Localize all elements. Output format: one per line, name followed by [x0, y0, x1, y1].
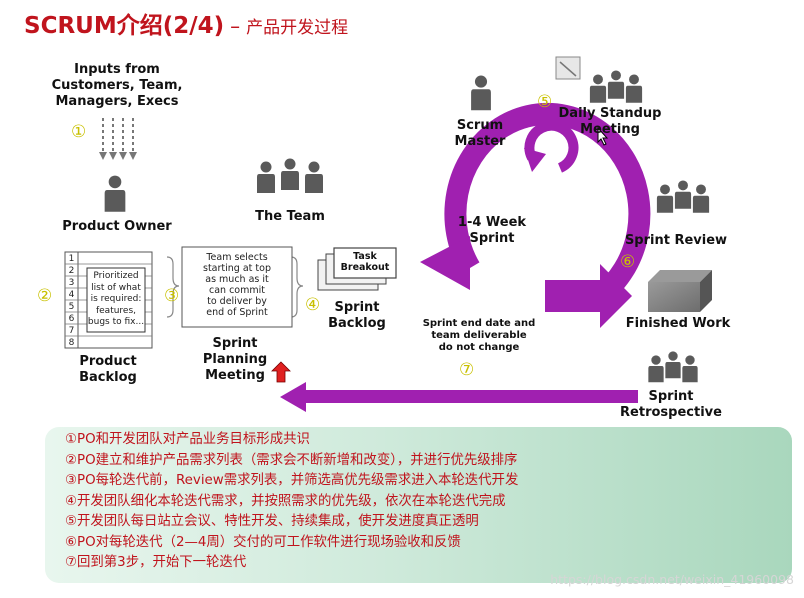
marker-1: ①	[71, 122, 87, 142]
person-icon	[682, 355, 698, 383]
scrum-master-label: Scrum Master	[454, 118, 506, 149]
note-item: ⑤开发团队每日站立会议、特性开发、持续集成，使开发进度真正透明	[65, 514, 479, 529]
note-item: ②PO建立和维护产品需求列表（需求会不断新增和改变），并进行优先级排序	[65, 452, 518, 468]
note-item: ⑥PO对每轮迭代（2—4周）交付的可工作软件进行现场验收和反馈	[65, 534, 461, 550]
planning-note: Team selects starting at top as much as …	[203, 252, 271, 318]
end-date-note: Sprint end date and team deliverable do …	[422, 318, 536, 353]
finished-work-label: Finished Work	[625, 316, 731, 331]
product-owner-label: Product Owner	[62, 219, 172, 234]
sprint-planning-label: Sprint Planning Meeting	[202, 336, 268, 383]
sprint-backlog-label: Sprint Backlog	[328, 300, 386, 331]
person-icon	[305, 161, 323, 193]
person-icon	[656, 184, 674, 213]
marker-4: ④	[305, 295, 321, 315]
daily-standup-label: Daily Standup Meeting	[558, 106, 662, 137]
person-icon	[692, 184, 710, 213]
retrospective-label: Sprint Retrospective	[620, 389, 722, 420]
the-team-label: The Team	[255, 209, 325, 224]
down-arrow-icon	[99, 152, 137, 160]
deliver-arrow	[545, 264, 632, 328]
note-item: ③PO每轮迭代前，Review需求列表，并筛选高优先级需求进入本轮迭代开发	[65, 473, 519, 488]
clock-icon	[555, 56, 581, 80]
planning-note-box	[181, 246, 293, 328]
up-arrow-icon	[271, 361, 291, 383]
cube-icon	[648, 270, 712, 312]
scrum-process-diagram	[64, 56, 712, 412]
title-main: SCRUM介绍(2/4)	[24, 13, 225, 39]
inputs-label: Inputs from Customers, Team, Managers, E…	[51, 62, 183, 109]
person-icon	[648, 355, 664, 383]
sprint-review-label: Sprint Review	[624, 233, 728, 248]
backlog-row-numbers: 1 2 3 4 5 6 7 8	[68, 254, 75, 348]
cycle-label: 1-4 Week Sprint	[457, 215, 527, 246]
person-icon	[471, 75, 491, 111]
task-breakout-cards	[317, 247, 397, 291]
person-icon	[607, 70, 625, 99]
page-title: SCRUM介绍(2/4)–产品开发过程	[24, 6, 348, 40]
task-breakout-label: Task Breakout	[340, 251, 390, 273]
watermark: https://blog.csdn.net/weixin_41960098	[550, 572, 794, 587]
person-icon	[674, 180, 692, 209]
marker-5: ⑤	[537, 92, 553, 112]
backlog-note: Prioritized list of what is required: fe…	[87, 271, 145, 327]
person-icon	[625, 74, 643, 103]
marker-7: ⑦	[459, 360, 475, 380]
person-icon	[665, 351, 681, 379]
person-icon	[104, 175, 126, 212]
title-separator: –	[230, 14, 241, 38]
sprint-cycle-arrow	[420, 102, 651, 305]
note-item: ④开发团队细化本轮迭代需求，并按照需求的优先级，依次在本轮迭代完成	[65, 493, 506, 509]
product-backlog-label: Product Backlog	[79, 354, 137, 385]
person-icon	[257, 161, 275, 193]
cursor-icon	[597, 126, 609, 146]
product-backlog-list	[64, 251, 153, 349]
marker-2: ②	[37, 286, 53, 306]
brace	[166, 256, 304, 318]
input-arrows	[102, 118, 134, 152]
marker-6: ⑥	[620, 252, 636, 272]
note-item: ⑦回到第3步，开始下一轮迭代	[65, 555, 247, 570]
note-item: ①PO和开发团队对产品业务目标形成共识	[65, 432, 310, 447]
return-arrow	[280, 382, 638, 412]
title-subtitle: 产品开发过程	[246, 18, 349, 38]
person-icon	[589, 74, 607, 103]
marker-3: ③	[164, 286, 180, 306]
person-icon	[281, 158, 299, 190]
notes-panel: ①PO和开发团队对产品业务目标形成共识 ②PO建立和维护产品需求列表（需求会不断…	[45, 427, 792, 583]
